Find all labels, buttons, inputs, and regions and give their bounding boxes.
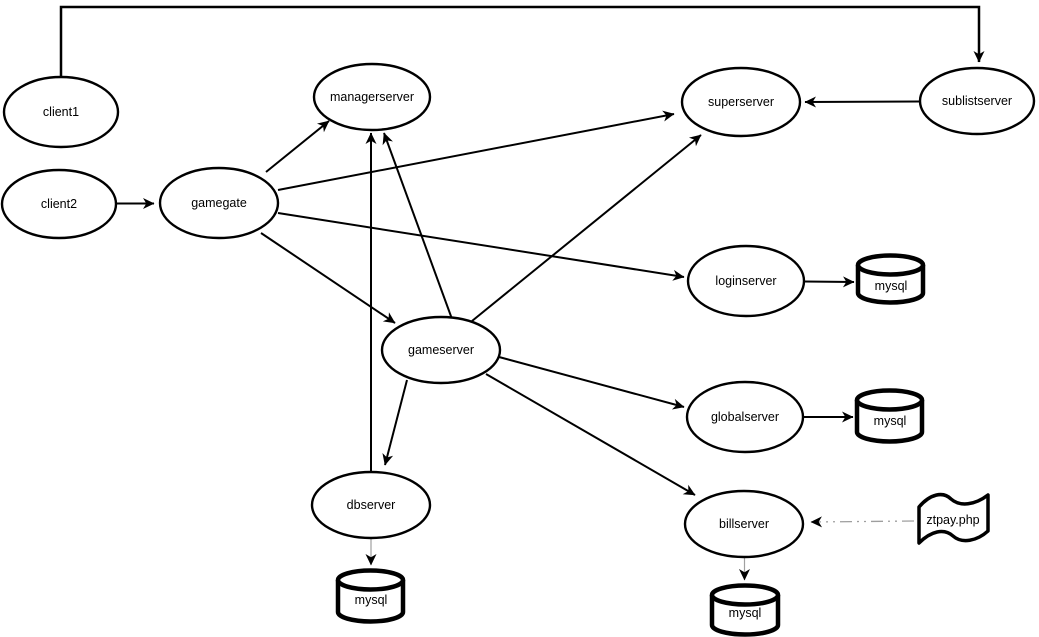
- edge-gameserver-globalserver: [498, 356, 685, 410]
- node-loginserver: [686, 244, 806, 318]
- node-ztpay-tape-shape: [917, 492, 990, 545]
- edges: [59, 5, 985, 496]
- edge-gamegate-managerserver: [265, 120, 330, 173]
- node-dbserver-label: dbserver: [346, 497, 396, 512]
- database-shapes: [335, 253, 926, 637]
- node-dbserver: [310, 470, 432, 540]
- node-billserver: [683, 489, 805, 559]
- node-superserver-label: superserver: [708, 94, 774, 109]
- edge-gameserver-billserver: [485, 373, 696, 496]
- node-managerserver: [312, 62, 432, 132]
- node-managerserver-label: managerserver: [329, 89, 415, 104]
- node-globalserver: [685, 380, 805, 454]
- node-client2-label: client2: [40, 196, 78, 211]
- node-sublistserver-label: sublistserver: [941, 93, 1013, 108]
- node-client1-label: client1: [42, 104, 80, 119]
- node-sublistserver: [918, 66, 1036, 136]
- database-mysql-login-label: mysql: [874, 278, 908, 293]
- edge-gameserver-superserver: [471, 134, 702, 322]
- edge-ztpay-billserver: [810, 516, 915, 528]
- node-billserver-label: billserver: [718, 516, 770, 531]
- node-shapes: [0, 62, 1036, 559]
- node-gamegate: [158, 166, 280, 240]
- edge-gamegate-loginserver: [277, 212, 685, 281]
- edge-gameserver-dbserver: [382, 379, 408, 466]
- node-ztpay-label: ztpay.php: [926, 512, 980, 527]
- node-loginserver-label: loginserver: [715, 273, 777, 288]
- database-mysql-global-label: mysql: [873, 413, 907, 428]
- edge-gameserver-managerserver: [382, 132, 453, 320]
- node-client2: [0, 168, 118, 240]
- edge-sublistserver-superserver: [804, 96, 920, 108]
- node-superserver: [680, 66, 802, 138]
- node-gameserver-label: gameserver: [408, 342, 474, 357]
- edge-client1-sublistserver: [59, 5, 985, 77]
- database-mysql-global-icon: [854, 388, 925, 444]
- node-gamegate-label: gamegate: [191, 195, 247, 210]
- node-gameserver: [380, 315, 502, 385]
- database-mysql-db-label: mysql: [354, 592, 388, 607]
- edge-gamegate-gameserver: [260, 232, 396, 324]
- database-mysql-login-icon: [855, 253, 926, 305]
- node-client1: [2, 75, 120, 149]
- edge-loginserver-mysql: [803, 276, 855, 288]
- database-mysql-bill-icon: [709, 583, 781, 637]
- node-globalserver-label: globalserver: [710, 409, 780, 424]
- database-mysql-db-icon: [335, 568, 406, 624]
- edge-gamegate-superserver: [277, 110, 675, 191]
- thin-edges: [365, 516, 915, 581]
- database-mysql-bill-label: mysql: [728, 605, 762, 620]
